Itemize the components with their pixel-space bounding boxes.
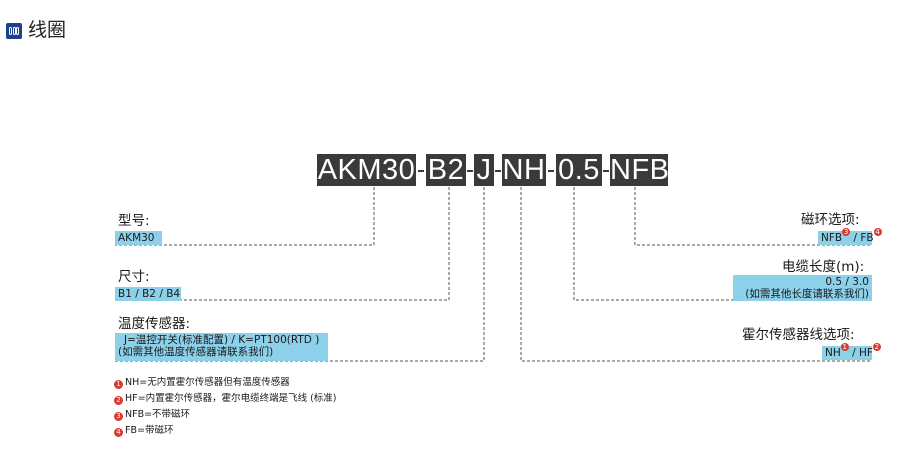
note-number: 2 [114,396,123,405]
label-cable-length: 电缆长度(m): [782,259,865,275]
code-dash [495,170,501,172]
label-hall-sensor: 霍尔传感器线选项: [742,327,855,343]
label-ferrite: 磁环选项: [801,212,860,228]
value-temp-sensor: J=温控开关(标准配置) / K=PT100(RTD ) (如需其他温度传感器请… [115,333,328,361]
value-temp-sensor-line2: (如需其他温度传感器请联系我们) [118,346,274,358]
value-model: AKM30 [115,231,162,245]
label-model: 型号: [118,213,150,229]
line-temp [115,187,485,362]
section-title: 线圈 [28,19,67,41]
note-number: 4 [114,428,123,437]
value-cable-length-line1: 0.5 / 3.0 [825,276,869,288]
code-segment-model: AKM30 [317,154,416,186]
coil-icon [6,23,22,39]
label-size: 尺寸: [118,269,150,285]
code-dash [548,170,554,172]
line-hall [520,187,872,362]
note-marker: 2 [872,343,881,351]
code-segment-size: B2 [426,154,466,186]
note-number: 3 [114,412,123,421]
code-dash [467,170,473,172]
value-temp-sensor-line1: J=温控开关(标准配置) / K=PT100(RTD ) [124,334,320,346]
code-dash [418,170,424,172]
value-cable-length-line2: (如需其他长度请联系我们) [745,288,869,300]
note-number: 1 [114,380,123,389]
code-dash [603,170,609,172]
code-segment-temp: J [474,154,494,186]
code-segment-ferrite: NFB [610,154,670,186]
value-size: B1 / B2 / B4 [115,287,181,301]
label-temp-sensor: 温度传感器: [118,316,191,332]
value-cable-length: 0.5 / 3.0 (如需其他长度请联系我们) [733,275,872,301]
code-segment-hall: NH [502,154,546,186]
line-size [115,187,450,301]
note-marker: 4 [873,228,882,236]
line-model [115,187,375,246]
note-marker: 1 [840,343,849,351]
line-ferrite [634,187,872,246]
code-segment-cable: 0.5 [556,154,602,186]
note-marker: 3 [842,228,851,236]
